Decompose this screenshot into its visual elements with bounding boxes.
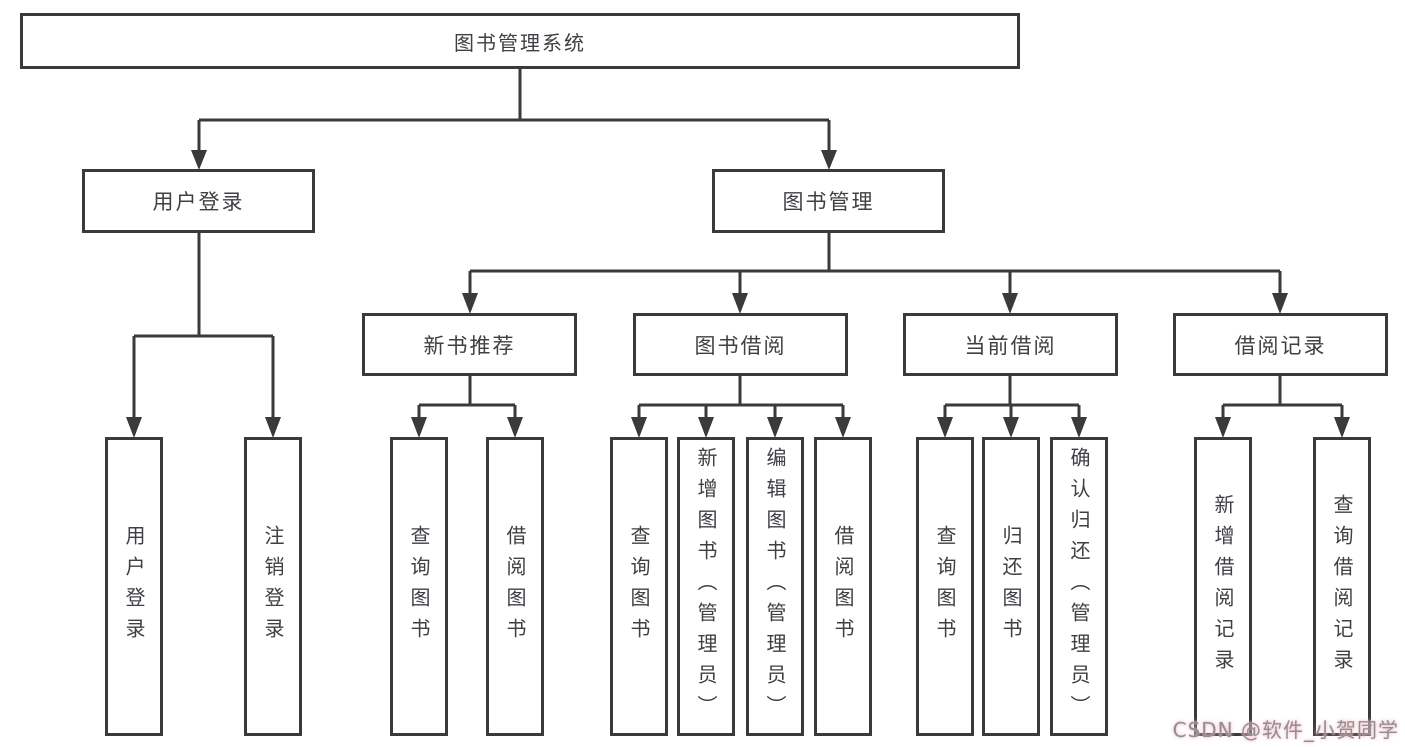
leaf-edit-books-admin-label: 编辑图书（管理员） <box>763 447 787 726</box>
node-root-label: 图书管理系统 <box>454 30 586 55</box>
node-borrowing-records: 借阅记录 <box>1173 313 1388 376</box>
node-new-book-recommend: 新书推荐 <box>362 313 577 376</box>
leaf-user-login: 用户登录 <box>105 437 163 736</box>
leaf-query-borrow-record: 查询借阅记录 <box>1313 437 1371 736</box>
leaf-add-borrow-record-label: 新增借阅记录 <box>1211 493 1235 680</box>
leaf-borrow-books: 借阅图书 <box>814 437 872 736</box>
leaf-return-books: 归还图书 <box>982 437 1040 736</box>
leaf-query-books-current-label: 查询图书 <box>933 524 957 649</box>
leaf-edit-books-admin: 编辑图书（管理员） <box>746 437 804 736</box>
node-user-login-label: 用户登录 <box>152 190 245 214</box>
node-borrowing-records-label: 借阅记录 <box>1234 333 1327 358</box>
leaf-query-books-recommend: 查询图书 <box>390 437 448 736</box>
leaf-confirm-return-admin: 确认归还（管理员） <box>1050 437 1108 736</box>
node-book-borrowing: 图书借阅 <box>633 313 848 376</box>
leaf-logout: 注销登录 <box>244 437 302 736</box>
leaf-confirm-return-admin-label: 确认归还（管理员） <box>1067 447 1091 726</box>
node-new-book-recommend-label: 新书推荐 <box>423 333 516 358</box>
node-current-borrowing: 当前借阅 <box>903 313 1118 376</box>
leaf-add-books-admin: 新增图书（管理员） <box>677 437 735 736</box>
leaf-query-books-current: 查询图书 <box>916 437 974 736</box>
leaf-user-login-label: 用户登录 <box>122 524 146 649</box>
node-book-management: 图书管理 <box>712 169 945 233</box>
leaf-query-books-borrowing: 查询图书 <box>610 437 668 736</box>
leaf-return-books-label: 归还图书 <box>999 524 1023 649</box>
leaf-add-borrow-record: 新增借阅记录 <box>1194 437 1252 736</box>
node-user-login: 用户登录 <box>82 169 315 233</box>
leaf-borrow-books-recommend-label: 借阅图书 <box>503 524 527 649</box>
leaf-borrow-books-recommend: 借阅图书 <box>486 437 544 736</box>
node-current-borrowing-label: 当前借阅 <box>964 333 1057 358</box>
leaf-borrow-books-label: 借阅图书 <box>831 524 855 649</box>
node-book-borrowing-label: 图书借阅 <box>694 333 787 358</box>
node-book-management-label: 图书管理 <box>782 190 875 214</box>
leaf-query-books-recommend-label: 查询图书 <box>407 524 431 649</box>
csdn-watermark: CSDN @软件_小贺同学 <box>1172 718 1399 742</box>
leaf-logout-label: 注销登录 <box>261 524 285 649</box>
leaf-query-borrow-record-label: 查询借阅记录 <box>1330 493 1354 680</box>
node-root: 图书管理系统 <box>20 13 1020 69</box>
leaf-query-books-borrowing-label: 查询图书 <box>627 524 651 649</box>
leaf-add-books-admin-label: 新增图书（管理员） <box>694 447 718 726</box>
